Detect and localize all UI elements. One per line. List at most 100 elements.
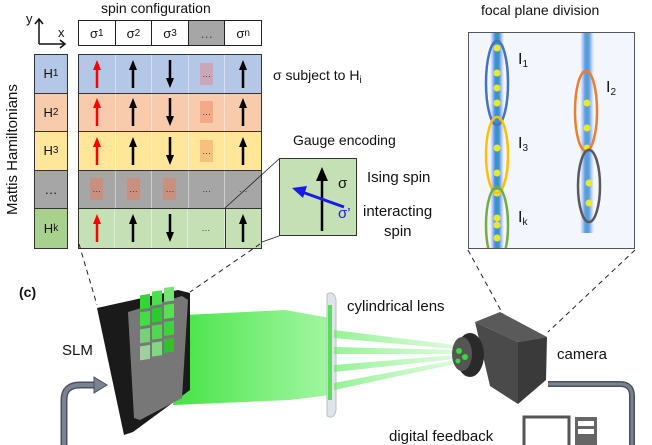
spin-symbol: σ — [90, 25, 99, 41]
spin-row: … — [79, 132, 261, 171]
panel-label: (c) — [19, 284, 37, 300]
spin-index: 1 — [98, 27, 104, 39]
focal-spot — [493, 169, 501, 177]
sigma-prime-label: σ’ — [338, 205, 351, 222]
hamiltonian-label: … — [35, 170, 67, 209]
ellipsis: … — [202, 184, 212, 195]
sigma-label: σ — [338, 175, 348, 192]
ellipsis: … — [163, 178, 177, 201]
interacting-label-1: interacting — [363, 203, 433, 220]
spin-cell: … — [79, 170, 116, 208]
subject-label: σ subject to H — [273, 67, 360, 83]
spin-cell — [79, 55, 116, 93]
spin-up-arrow — [239, 59, 248, 88]
focused-rays — [334, 330, 455, 390]
spin-cell: … — [152, 170, 189, 208]
spin-cell — [152, 93, 189, 131]
focal-region-ellipse — [484, 115, 510, 195]
subject-sub: i — [359, 75, 362, 86]
spin-row: … — [79, 93, 261, 132]
spin-up-arrow — [92, 214, 101, 243]
ellipsis: … — [126, 178, 140, 201]
focal-region-ellipse — [484, 39, 510, 127]
spin-up-arrow — [92, 136, 101, 165]
ellipsis: … — [200, 62, 214, 85]
spin-cell — [79, 132, 116, 170]
focal-spot — [493, 44, 501, 52]
focal-spot — [493, 234, 501, 242]
spin-cell: … — [189, 170, 226, 208]
spin-up-arrow — [129, 98, 138, 127]
spin-grid: … … … … … … … … … — [78, 54, 262, 249]
spin-down-arrow — [165, 214, 174, 243]
subject-annotation: σ subject to Hi — [273, 68, 362, 86]
left-streak — [490, 33, 504, 248]
ellipsis: … — [200, 139, 214, 162]
ellipsis: … — [201, 223, 211, 234]
y-axis-label: y — [26, 11, 33, 26]
spin-cell — [79, 209, 116, 248]
spin-up-arrow — [239, 136, 248, 165]
spin-row: … — [79, 209, 261, 248]
focal-plane-image — [468, 32, 635, 249]
spin-up-arrow — [239, 98, 248, 127]
spin-cell — [115, 209, 152, 248]
spin-cell — [152, 132, 189, 170]
focal-plane-title: focal plane division — [481, 2, 600, 18]
xy-axes-icon — [34, 17, 67, 49]
spin-symbol: σ — [236, 25, 245, 41]
focal-spot — [493, 99, 501, 107]
gauge-spins — [292, 167, 345, 231]
spin-up-arrow — [129, 214, 138, 243]
focal-spot — [585, 179, 593, 187]
ising-spin-arrowhead — [316, 167, 328, 181]
focal-spot — [493, 69, 501, 77]
gauge-encoding-box: σ σ’ — [279, 158, 357, 236]
focal-label-i2: I2 — [606, 79, 617, 98]
focal-spot — [585, 199, 593, 207]
gauge-title: Gauge encoding — [293, 132, 396, 148]
spin-cell — [152, 209, 189, 248]
focal-plane-spots — [484, 33, 602, 248]
spin-down-arrow — [165, 98, 174, 127]
focal-spot — [583, 99, 591, 107]
interacting-spin-arrow — [301, 190, 345, 209]
focal-label-ik: Ik — [518, 209, 528, 228]
spin-cell: … — [225, 171, 261, 209]
focal-spot — [493, 221, 501, 229]
spin-cell — [79, 93, 116, 131]
spin-up-arrow — [239, 214, 248, 243]
slm-pixels — [140, 286, 174, 361]
focal-label-i3: I3 — [518, 135, 529, 154]
ellipsis: … — [90, 178, 104, 201]
spin-cell: … — [189, 132, 226, 170]
feedback-label: digital feedback — [389, 428, 494, 445]
slm-label: SLM — [62, 342, 93, 359]
spin-cell — [116, 55, 153, 93]
spin-config-title: spin configuration — [101, 0, 211, 16]
spin-index: 3 — [171, 27, 177, 39]
spin-cell: … — [188, 209, 225, 248]
spin-cell — [225, 55, 261, 93]
camera — [452, 312, 547, 404]
green-beam — [173, 310, 330, 405]
feedback-arrow-left — [60, 381, 96, 445]
spin-symbol: … — [200, 25, 214, 41]
focal-spot — [583, 124, 591, 132]
focal-spot — [493, 84, 501, 92]
spin-up-arrow — [92, 59, 101, 88]
spin-down-arrow — [165, 59, 174, 88]
lens-label: cylindrical lens — [347, 298, 445, 315]
focal-region-ellipse — [484, 185, 510, 248]
x-axis-label: x — [58, 25, 65, 40]
interacting-spin-arrowhead — [292, 186, 307, 198]
computer-icon — [522, 415, 597, 445]
focal-label-i1: I1 — [518, 51, 529, 70]
focal-region-ellipse — [576, 148, 602, 224]
